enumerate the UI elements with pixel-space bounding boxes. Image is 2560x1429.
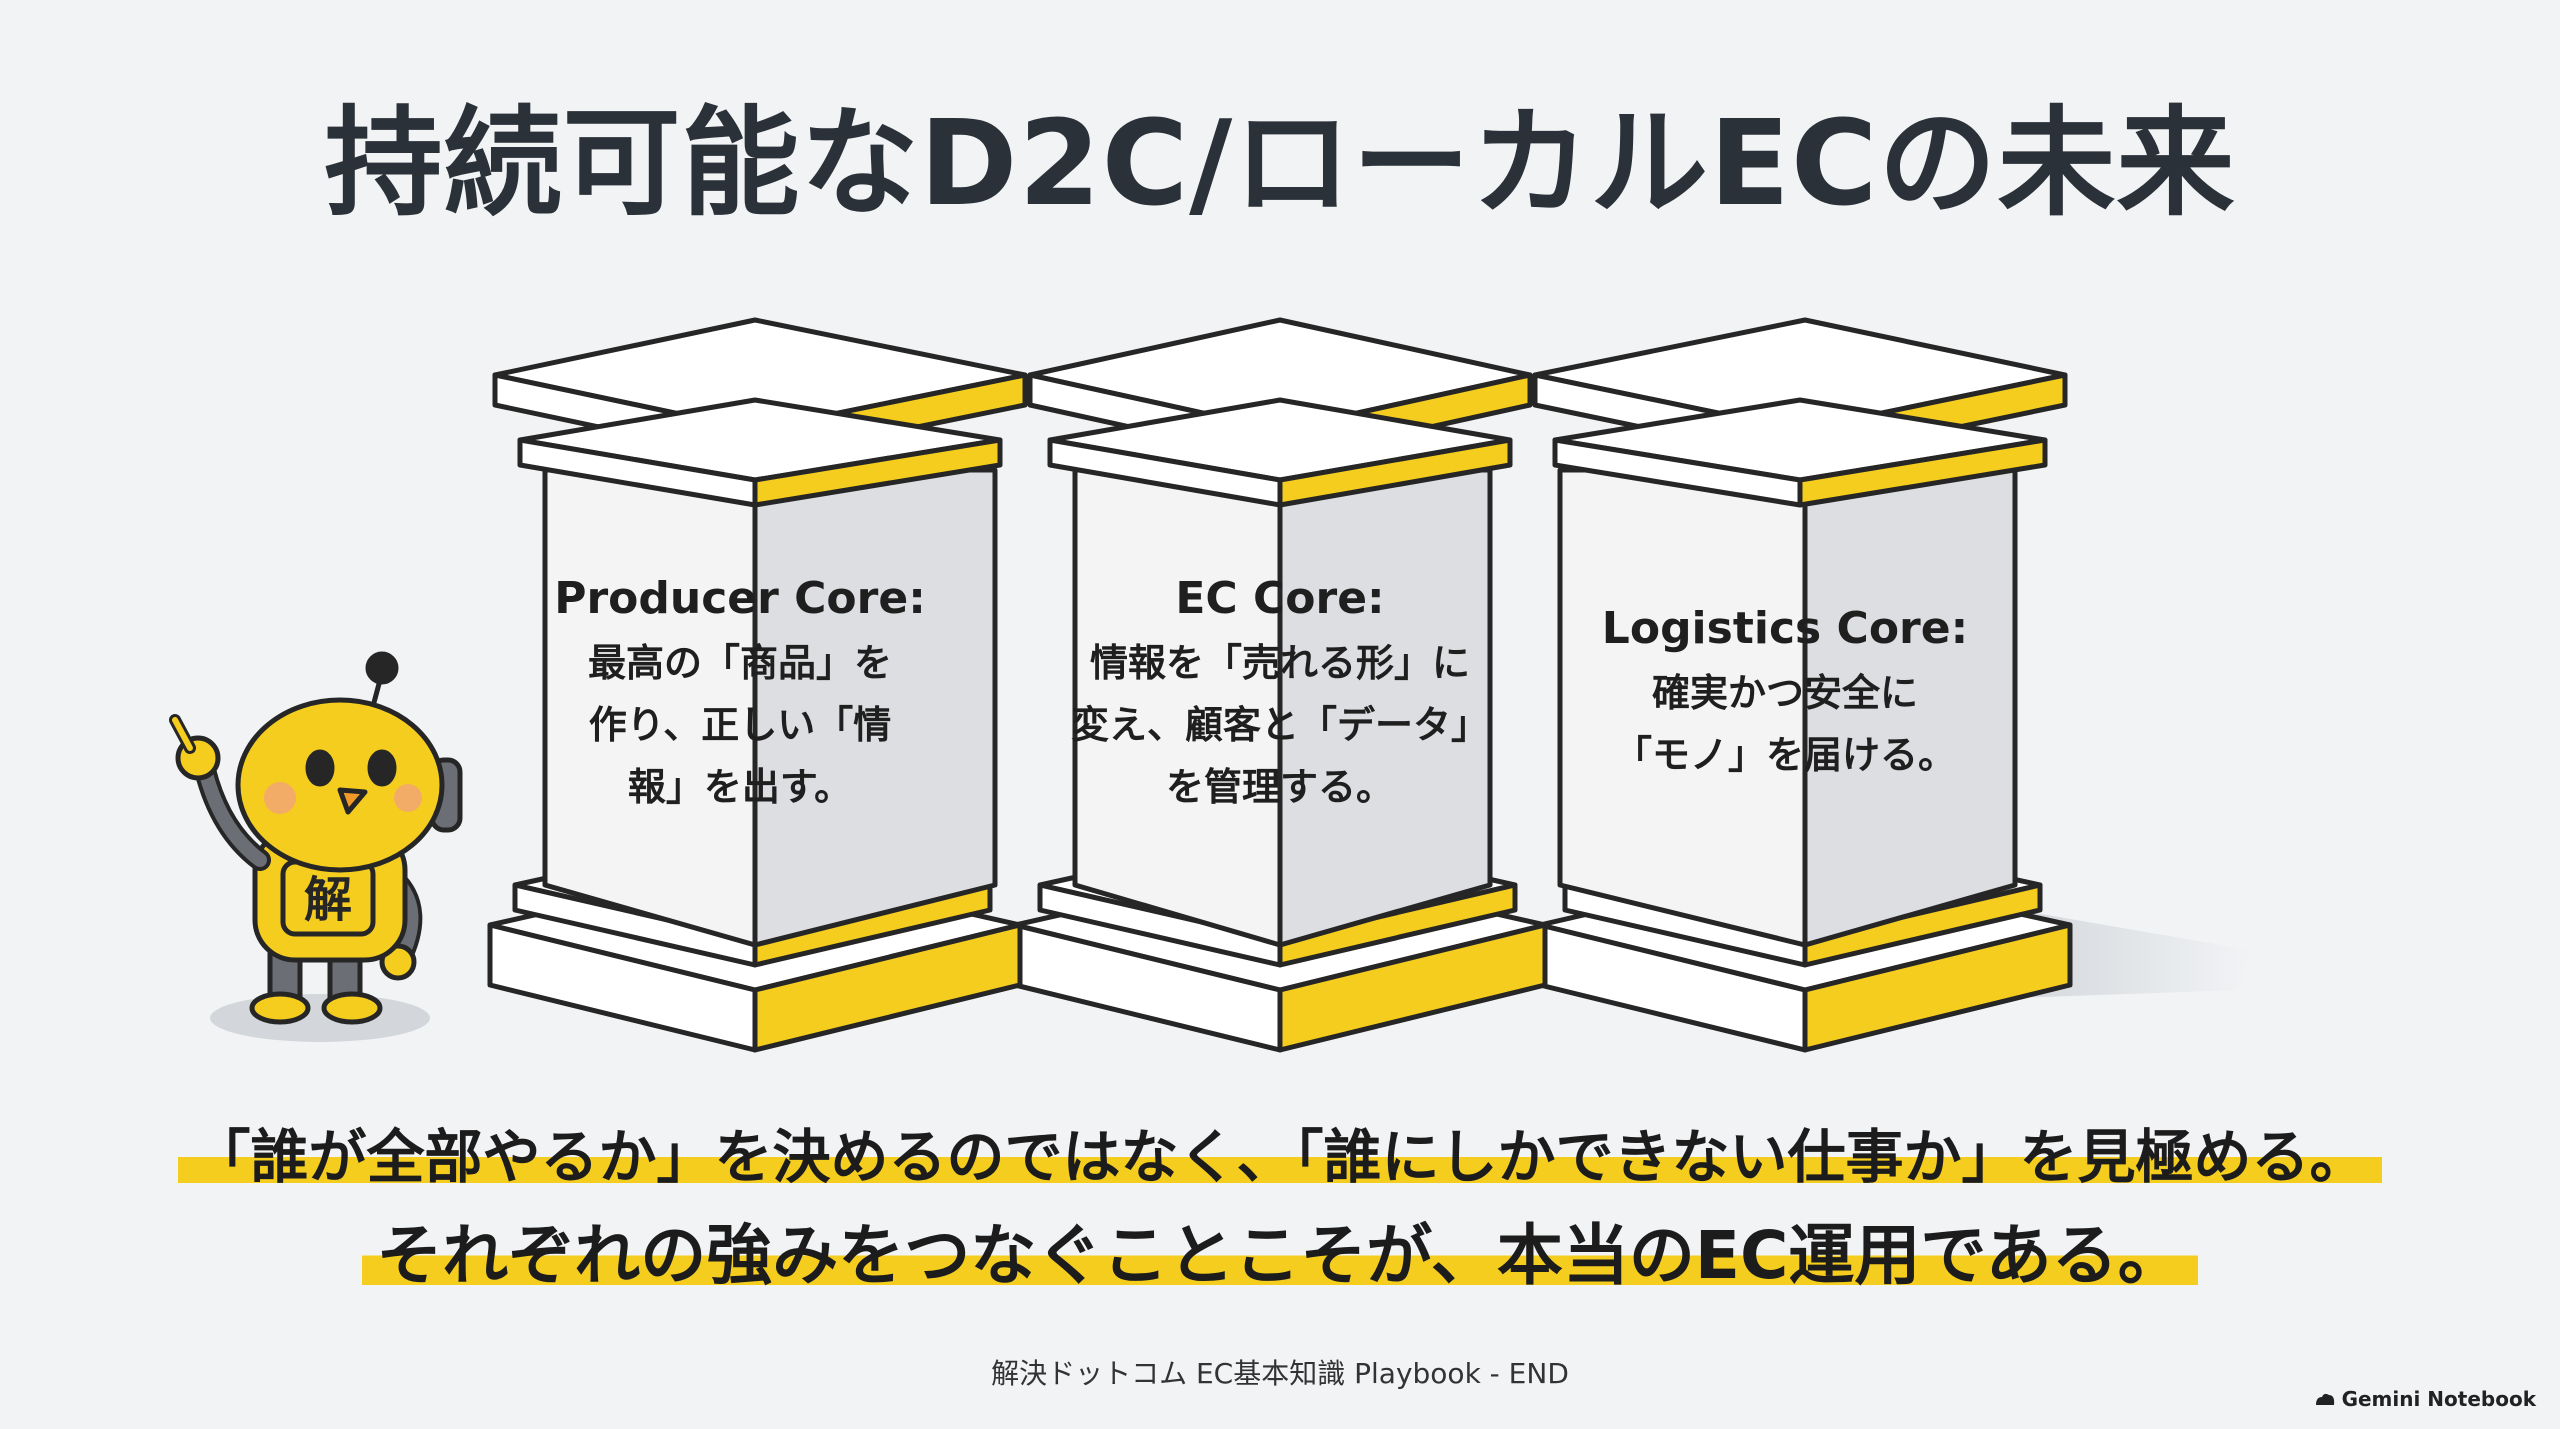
- pillar-line: 情報を「売れる形」に: [1089, 641, 1470, 685]
- tagline-line-2: それぞれの強みをつなぐことこそが、本当のEC運用である。: [0, 1206, 2560, 1306]
- pillar-line: 作り、正しい「情: [588, 703, 892, 747]
- pillar-text-ec: EC Core: 情報を「売れる形」に 変え、顧客と「データ」 を管理する。: [1070, 566, 1490, 818]
- pillar-line: 報」を出す。: [627, 765, 853, 809]
- pillar-line: を管理する。: [1165, 765, 1394, 809]
- tagline-line-2-text: それぞれの強みをつなぐことこそが、本当のEC運用である。: [362, 1217, 2198, 1294]
- mascot-robot-chick: 解: [169, 651, 463, 1042]
- pillar-text-producer: Producer Core: 最高の「商品」を 作り、正しい「情 報」を出す。: [530, 566, 950, 818]
- pillar-line: 確実かつ安全に: [1651, 671, 1918, 715]
- brand-watermark: Gemini Notebook: [2314, 1386, 2536, 1412]
- pillar-heading: Logistics Core:: [1601, 603, 1969, 654]
- pillar-text-logistics: Logistics Core: 確実かつ安全に 「モノ」を届ける。: [1575, 596, 1995, 786]
- mascot-badge-text: 解: [304, 872, 352, 928]
- brand-label: Gemini Notebook: [2341, 1387, 2536, 1411]
- footer-text: 解決ドットコム EC基本知識 Playbook - END: [991, 1357, 1569, 1390]
- pillar-logistics: [1532, 317, 2073, 1053]
- pillar-line: 「モノ」を届ける。: [1613, 733, 1956, 777]
- cloud-icon: [2315, 1393, 2334, 1405]
- pillar-heading: EC Core:: [1175, 573, 1385, 624]
- pillar-line: 最高の「商品」を: [587, 641, 892, 685]
- pillar-ec: [1012, 317, 1548, 1053]
- tagline-line-1: 「誰が全部やるか」を決めるのではなく、「誰にしかできない仕事か」を見極める。: [0, 1112, 2560, 1202]
- pillar-line: 変え、顧客と「データ」: [1070, 703, 1489, 747]
- tagline-line-1-text: 「誰が全部やるか」を決めるのではなく、「誰にしかできない仕事か」を見極める。: [178, 1123, 2382, 1191]
- pillar-heading: Producer Core:: [554, 573, 926, 624]
- slide-title: 持続可能なD2C/ローカルECの未来: [324, 94, 2236, 232]
- pillar-producer: [487, 317, 1028, 1053]
